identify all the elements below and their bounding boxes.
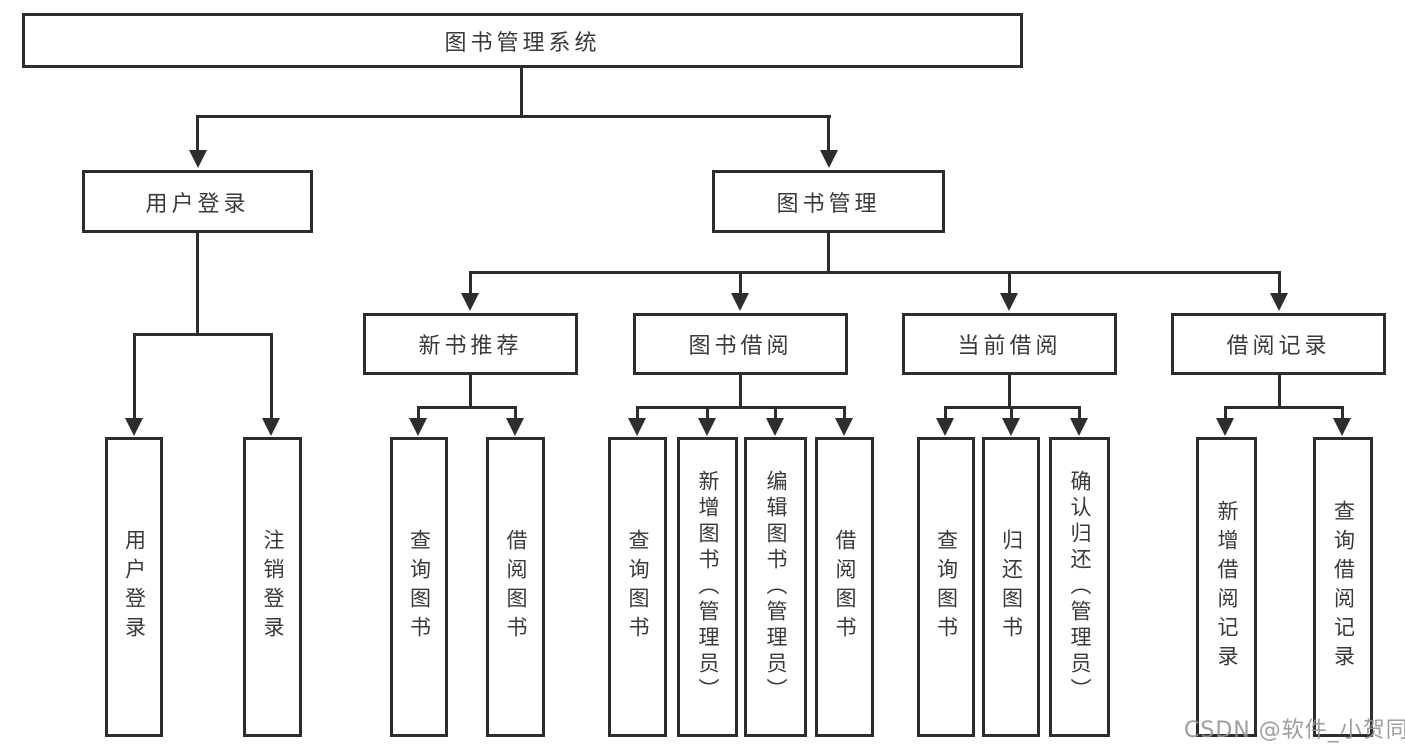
- arrowhead-icon: [936, 418, 954, 436]
- connector-leaf-drop: [706, 406, 709, 421]
- arrowhead-icon: [189, 150, 207, 168]
- node-label: 图书管理: [776, 191, 881, 217]
- arrowhead-icon: [409, 418, 427, 436]
- leaf-label: 用户登录: [122, 529, 147, 645]
- arrowhead-icon: [262, 418, 280, 436]
- connector-leaf-drop: [1341, 406, 1344, 421]
- leaf-label: 查询图书: [934, 529, 959, 645]
- leaf-query-books: 查询图书: [917, 437, 975, 737]
- leaf-query-books: 查询图书: [390, 437, 448, 737]
- arrowhead-icon: [1002, 418, 1020, 436]
- connector-leaf-drop: [843, 406, 846, 421]
- leaf-label: 新增图书（管理员）: [696, 470, 720, 704]
- connector-user-login-stem: [196, 233, 199, 336]
- connector-leaf-drop: [417, 406, 420, 421]
- leaf-label: 借阅图书: [833, 529, 857, 645]
- node-label: 用户登录: [145, 191, 250, 217]
- connector-root-stem: [520, 68, 523, 118]
- arrowhead-icon: [731, 293, 749, 311]
- node-book-management: 图书管理: [712, 170, 945, 233]
- connector-root-branch: [196, 115, 831, 118]
- leaf-label: 查询图书: [626, 529, 650, 645]
- node-library-management-system: 图书管理系统: [22, 13, 1023, 68]
- node-new-book-recommend: 新书推荐: [363, 313, 578, 375]
- connector-book-mgmt-stem: [827, 233, 830, 274]
- connector-level3-stem: [739, 375, 742, 409]
- connector-leaf-drop: [774, 406, 777, 421]
- connector-level3-drop: [739, 271, 742, 296]
- arrowhead-icon: [766, 418, 784, 436]
- connector-user-login-branch: [133, 333, 273, 336]
- node-label: 新书推荐: [418, 334, 523, 359]
- connector-leaf-drop: [944, 406, 947, 421]
- connector-level3-stem: [1008, 375, 1011, 409]
- leaf-label: 编辑图书（管理员）: [764, 470, 788, 704]
- connector-level3-drop: [469, 271, 472, 296]
- leaf-borrow-books: 借阅图书: [815, 437, 874, 737]
- node-current-borrow: 当前借阅: [902, 313, 1117, 375]
- node-label: 当前借阅: [957, 334, 1062, 359]
- leaf-label: 确认归还（管理员）: [1068, 470, 1092, 704]
- connector-leaf-drop: [1078, 406, 1081, 421]
- connector-user-login-drop: [196, 115, 199, 155]
- leaf-query-books: 查询图书: [608, 437, 667, 737]
- connector-leaf-drop: [514, 406, 517, 421]
- leaf-logout: 注销登录: [243, 437, 302, 737]
- leaf-label: 查询图书: [407, 529, 432, 645]
- leaf-label: 新增借阅记录: [1215, 500, 1239, 674]
- leaf-label: 查询借阅记录: [1331, 500, 1356, 674]
- connector-leaf-drop: [1224, 406, 1227, 421]
- leaf-edit-books-admin: 编辑图书（管理员）: [744, 437, 807, 737]
- leaf-return-books: 归还图书: [982, 437, 1040, 737]
- arrowhead-icon: [461, 293, 479, 311]
- connector-level3-stem: [1278, 375, 1281, 409]
- arrowhead-icon: [1000, 293, 1018, 311]
- arrowhead-icon: [1333, 418, 1351, 436]
- leaf-add-borrow-record: 新增借阅记录: [1196, 437, 1257, 737]
- connector-leaf-drop: [133, 333, 136, 421]
- leaf-add-books-admin: 新增图书（管理员）: [677, 437, 738, 737]
- connector-leaf-drop: [636, 406, 639, 421]
- connector-book-mgmt-drop: [827, 115, 830, 155]
- connector-branch: [417, 406, 517, 409]
- leaf-user-login: 用户登录: [105, 437, 163, 737]
- connector-level3-drop: [1278, 271, 1281, 296]
- leaf-label: 借阅图书: [504, 529, 528, 645]
- arrowhead-icon: [698, 418, 716, 436]
- leaf-label: 归还图书: [999, 529, 1024, 645]
- arrowhead-icon: [125, 418, 143, 436]
- connector-leaf-drop: [1010, 406, 1013, 421]
- connector-branch: [636, 406, 846, 409]
- node-user-login: 用户登录: [82, 170, 313, 233]
- arrowhead-icon: [1070, 418, 1088, 436]
- node-book-borrow: 图书借阅: [633, 313, 848, 375]
- connector-book-mgmt-branch: [469, 271, 1281, 274]
- arrowhead-icon: [628, 418, 646, 436]
- leaf-query-borrow-record: 查询借阅记录: [1313, 437, 1373, 737]
- connector-level3-stem: [469, 375, 472, 409]
- connector-leaf-drop: [270, 333, 273, 421]
- leaf-confirm-return-admin: 确认归还（管理员）: [1049, 437, 1110, 737]
- arrowhead-icon: [820, 150, 838, 168]
- node-borrow-records: 借阅记录: [1171, 313, 1386, 375]
- node-label: 图书借阅: [688, 334, 793, 359]
- node-label: 图书管理系统: [444, 30, 601, 56]
- leaf-borrow-books: 借阅图书: [486, 437, 545, 737]
- arrowhead-icon: [1270, 293, 1288, 311]
- arrowhead-icon: [835, 418, 853, 436]
- connector-level3-drop: [1008, 271, 1011, 296]
- node-label: 借阅记录: [1226, 334, 1331, 359]
- arrowhead-icon: [1216, 418, 1234, 436]
- connector-branch: [1224, 406, 1344, 409]
- arrowhead-icon: [506, 418, 524, 436]
- leaf-label: 注销登录: [261, 529, 285, 645]
- watermark: CSDN @软件_小贺同学: [1184, 718, 1405, 743]
